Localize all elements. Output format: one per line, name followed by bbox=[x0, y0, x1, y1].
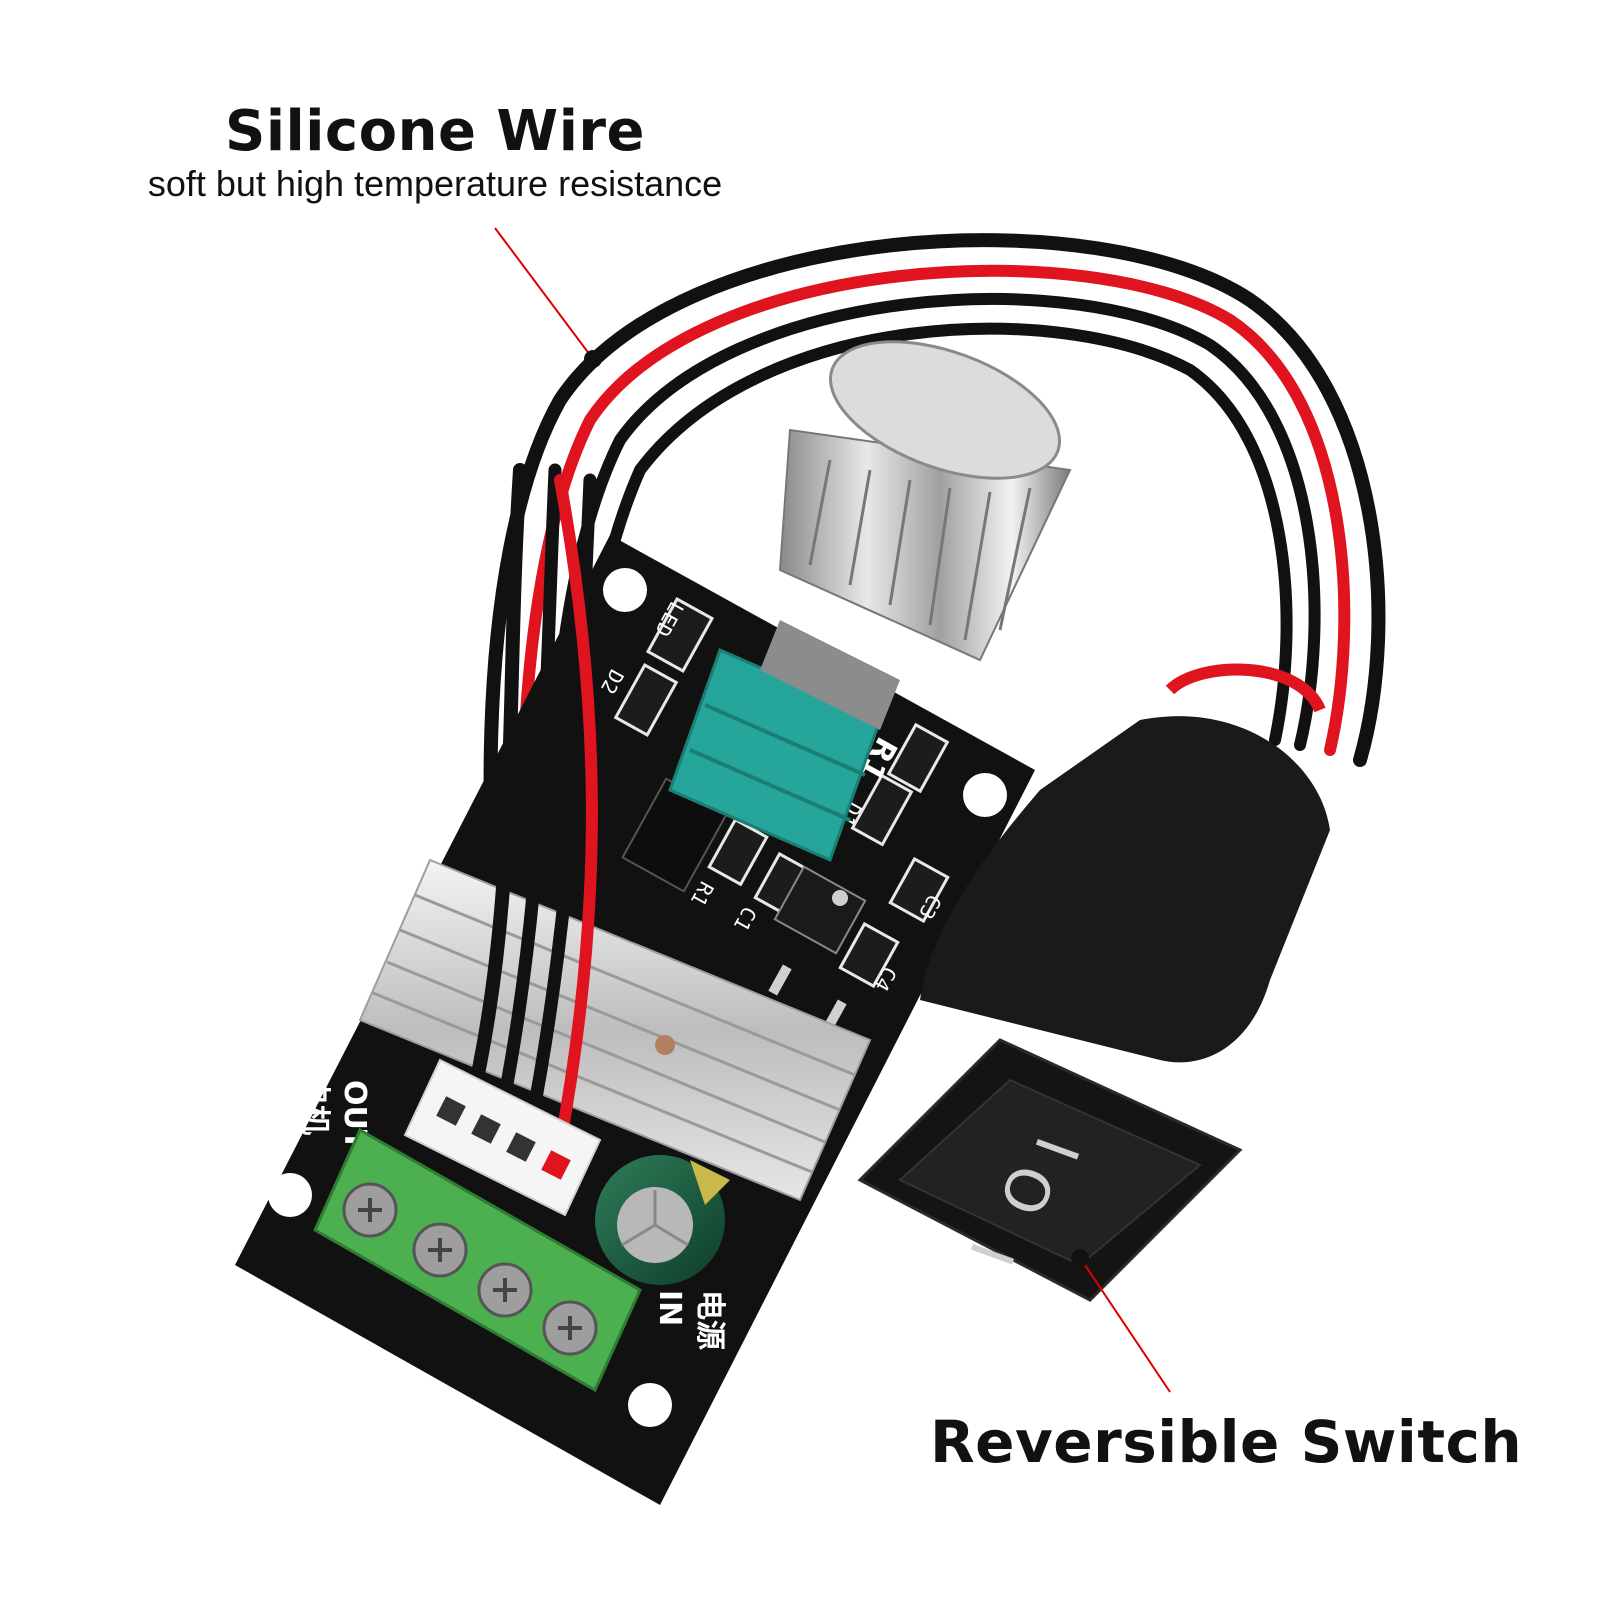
resistor-r1 bbox=[707, 817, 769, 887]
transistor bbox=[773, 865, 867, 955]
mounting-hole bbox=[268, 1173, 312, 1217]
terminal-block bbox=[313, 1127, 642, 1393]
capacitor-c4 bbox=[838, 921, 900, 989]
mounting-hole bbox=[603, 568, 647, 612]
heatsink bbox=[358, 858, 872, 1202]
silicone-wire-title: Silicone Wire bbox=[225, 99, 645, 164]
reversible-switch-caption: Reversible Switch bbox=[930, 1408, 1523, 1476]
reversible-switch-title: Reversible Switch bbox=[930, 1408, 1523, 1476]
silicone-wire-caption: Silicone Wire soft but high temperature … bbox=[110, 100, 760, 204]
switch-leader-line bbox=[1082, 1261, 1171, 1393]
resistor bbox=[886, 722, 950, 794]
diode-d1 bbox=[850, 773, 914, 847]
diode-d2 bbox=[613, 662, 679, 738]
capacitor-c3 bbox=[888, 856, 950, 924]
reversible-switch[interactable]: I O I bbox=[857, 663, 1330, 1302]
speed-knob[interactable] bbox=[778, 314, 1078, 662]
led-component bbox=[645, 597, 715, 673]
silk-out-cn: 电机 bbox=[297, 1075, 332, 1135]
silk-in: IN bbox=[652, 1290, 687, 1326]
wire-leader-dot bbox=[584, 350, 602, 368]
wire-bundle-front bbox=[463, 463, 598, 1151]
silicone-wire-subtitle: soft but high temperature resistance bbox=[147, 163, 723, 204]
wire-connector bbox=[403, 1058, 602, 1217]
electrolytic-capacitor bbox=[595, 1155, 730, 1285]
heat-shrink-sleeve bbox=[920, 716, 1330, 1063]
mounting-hole bbox=[963, 773, 1007, 817]
silk-in-cn: 电源 bbox=[692, 1290, 727, 1350]
mounting-hole bbox=[628, 1383, 672, 1427]
potentiometer bbox=[668, 620, 900, 863]
wire-leader-line bbox=[494, 227, 591, 356]
leader-lines bbox=[494, 227, 1171, 1393]
switch-leader-dot bbox=[1071, 1249, 1089, 1267]
